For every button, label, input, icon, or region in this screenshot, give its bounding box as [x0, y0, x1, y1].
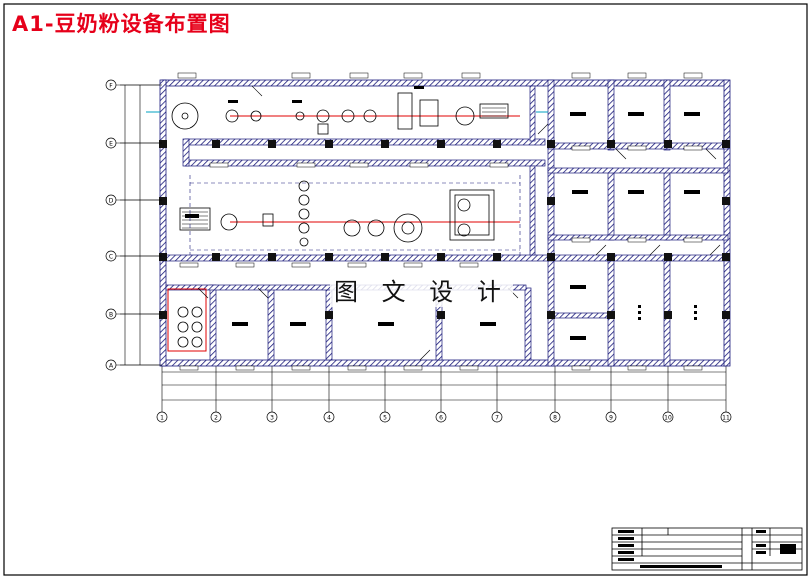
grid-row-bubble-F: F [105, 79, 117, 91]
grid-column-bubble-6: 6 [435, 411, 447, 423]
grid-column-bubble-1: 1 [156, 411, 168, 423]
tank-equipment [171, 102, 475, 348]
title-block-text-marks [618, 530, 796, 568]
grid-column-bubble-11: 11 [720, 411, 732, 423]
window-tags [177, 72, 703, 371]
grid-column-bubble-3: 3 [266, 411, 278, 423]
grid-row-bubble-A: A [105, 359, 117, 371]
grid-axis-lines [116, 84, 162, 366]
grid-row-bubble-D: D [105, 194, 117, 206]
sheet-border [3, 3, 808, 576]
grid-column-bubble-8: 8 [549, 411, 561, 423]
svg-text:2: 2 [214, 415, 218, 422]
svg-text:B: B [109, 312, 113, 319]
watermark-text: 图 文 设 计 [330, 272, 513, 307]
grid-column-bubble-7: 7 [491, 411, 503, 423]
column-pillars [159, 140, 730, 319]
dashed-centerlines [189, 175, 521, 255]
grid-column-bubble-2: 2 [210, 411, 222, 423]
svg-text:D: D [109, 198, 114, 205]
svg-text:E: E [109, 141, 113, 148]
outer-walls [159, 79, 731, 367]
svg-text:4: 4 [327, 415, 331, 422]
title-block [611, 527, 803, 571]
svg-text:9: 9 [609, 415, 613, 422]
svg-text:7: 7 [495, 415, 499, 422]
svg-text:10: 10 [664, 415, 672, 422]
process-line [167, 115, 520, 352]
grid-row-bubble-C: C [105, 250, 117, 262]
grid-row-bubble-E: E [105, 137, 117, 149]
svg-text:6: 6 [439, 415, 443, 422]
bottom-dimension-lines [161, 362, 727, 412]
svg-text:3: 3 [270, 415, 274, 422]
svg-text:A: A [109, 363, 114, 370]
boxed-equipment [179, 92, 509, 241]
drawing-title: A1-豆奶粉设备布置图 [12, 12, 231, 36]
grid-column-bubble-5: 5 [379, 411, 391, 423]
grid-row-bubble-B: B [105, 308, 117, 320]
svg-text:F: F [109, 83, 113, 90]
left-dimension-lines [120, 84, 162, 366]
svg-text:C: C [109, 254, 113, 261]
svg-text:1: 1 [160, 415, 164, 422]
grid-column-bubble-10: 10 [662, 411, 674, 423]
door-swings [197, 85, 721, 361]
grid-column-bubble-4: 4 [323, 411, 335, 423]
svg-text:5: 5 [383, 415, 387, 422]
stair-symbol [182, 107, 506, 229]
grid-column-bubble-9: 9 [605, 411, 617, 423]
svg-text:11: 11 [722, 415, 730, 422]
grid-bubbles: 1 2 3 4 5 6 7 8 9 10 11 F E D C B A [105, 79, 732, 423]
svg-text:8: 8 [553, 415, 557, 422]
